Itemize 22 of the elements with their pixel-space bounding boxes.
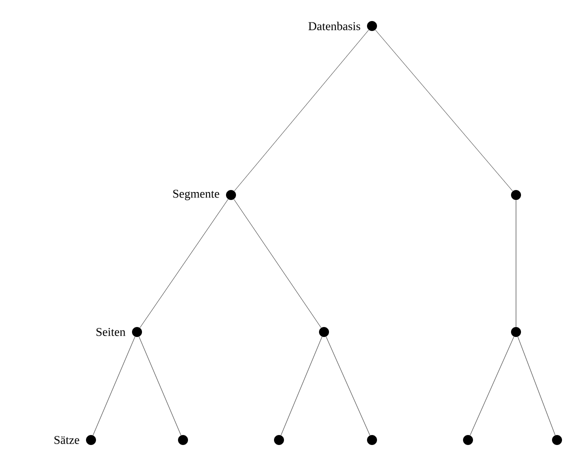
connector-line <box>234 30 369 192</box>
dot <box>463 435 473 445</box>
connector-line <box>140 199 228 328</box>
connector-line <box>375 30 513 192</box>
connector-line <box>138 336 182 436</box>
dot <box>511 327 521 337</box>
dot <box>319 327 329 337</box>
node-label: Seiten <box>96 328 126 336</box>
connector-line <box>518 336 556 436</box>
node-label: Datenbasis <box>308 22 360 30</box>
connector-line <box>280 336 322 436</box>
node-label: Sätze <box>54 436 80 444</box>
node-label: Segmente <box>173 190 220 200</box>
dot <box>178 435 188 445</box>
connector-line <box>234 199 322 328</box>
dot <box>552 435 562 445</box>
dot <box>511 190 521 200</box>
connector-line <box>92 336 136 436</box>
connector-line <box>326 336 370 436</box>
dot <box>367 435 377 445</box>
connector-line <box>470 336 514 436</box>
dot <box>274 435 284 445</box>
